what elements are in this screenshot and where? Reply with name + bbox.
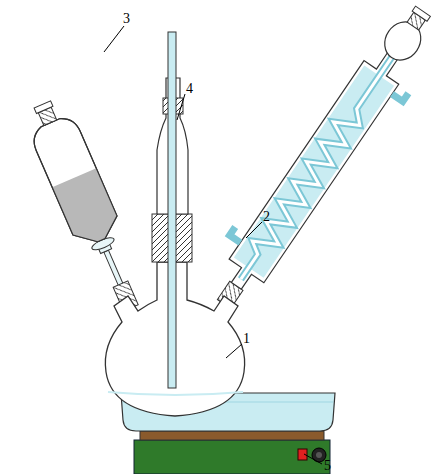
callout-number: 2 xyxy=(263,210,270,224)
leader-lines xyxy=(104,26,322,464)
reflux-condenser xyxy=(196,0,436,323)
stirrer-tube xyxy=(168,32,176,388)
callout-number: 4 xyxy=(186,82,193,96)
callout-number: 1 xyxy=(243,332,250,346)
hotplate xyxy=(134,431,330,474)
callout-number: 5 xyxy=(324,459,331,473)
callout-number: 3 xyxy=(123,12,130,26)
